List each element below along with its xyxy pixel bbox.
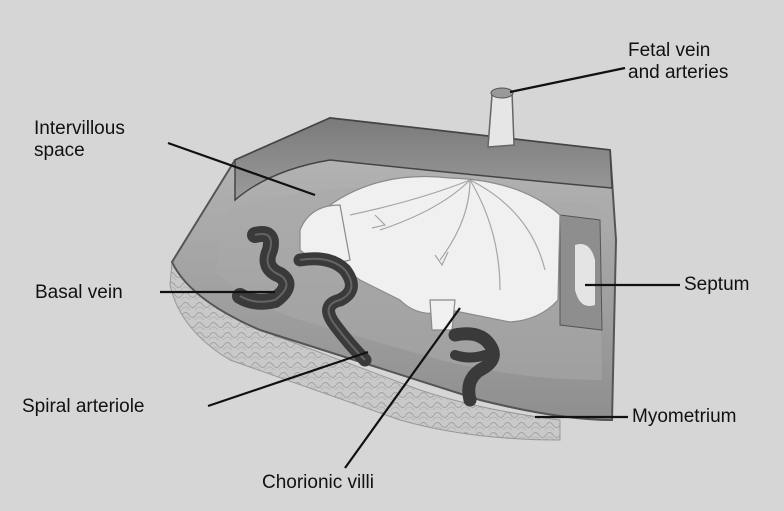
label-fetal-vein-line1: Fetal vein bbox=[628, 40, 728, 62]
label-intervillous-line1: Intervillous bbox=[34, 118, 125, 140]
fetal-vessel bbox=[488, 92, 514, 147]
label-chorionic-villi: Chorionic villi bbox=[262, 472, 374, 494]
label-fetal-vein: Fetal vein and arteries bbox=[628, 40, 728, 84]
label-intervillous-line2: space bbox=[34, 140, 125, 162]
label-basal-vein: Basal vein bbox=[35, 282, 123, 304]
label-intervillous-space: Intervillous space bbox=[34, 118, 125, 162]
label-septum: Septum bbox=[684, 274, 749, 296]
label-myometrium: Myometrium bbox=[632, 406, 737, 428]
label-spiral-arteriole: Spiral arteriole bbox=[22, 396, 145, 418]
label-fetal-vein-line2: and arteries bbox=[628, 62, 728, 84]
leader-fetal-vein bbox=[510, 68, 625, 92]
